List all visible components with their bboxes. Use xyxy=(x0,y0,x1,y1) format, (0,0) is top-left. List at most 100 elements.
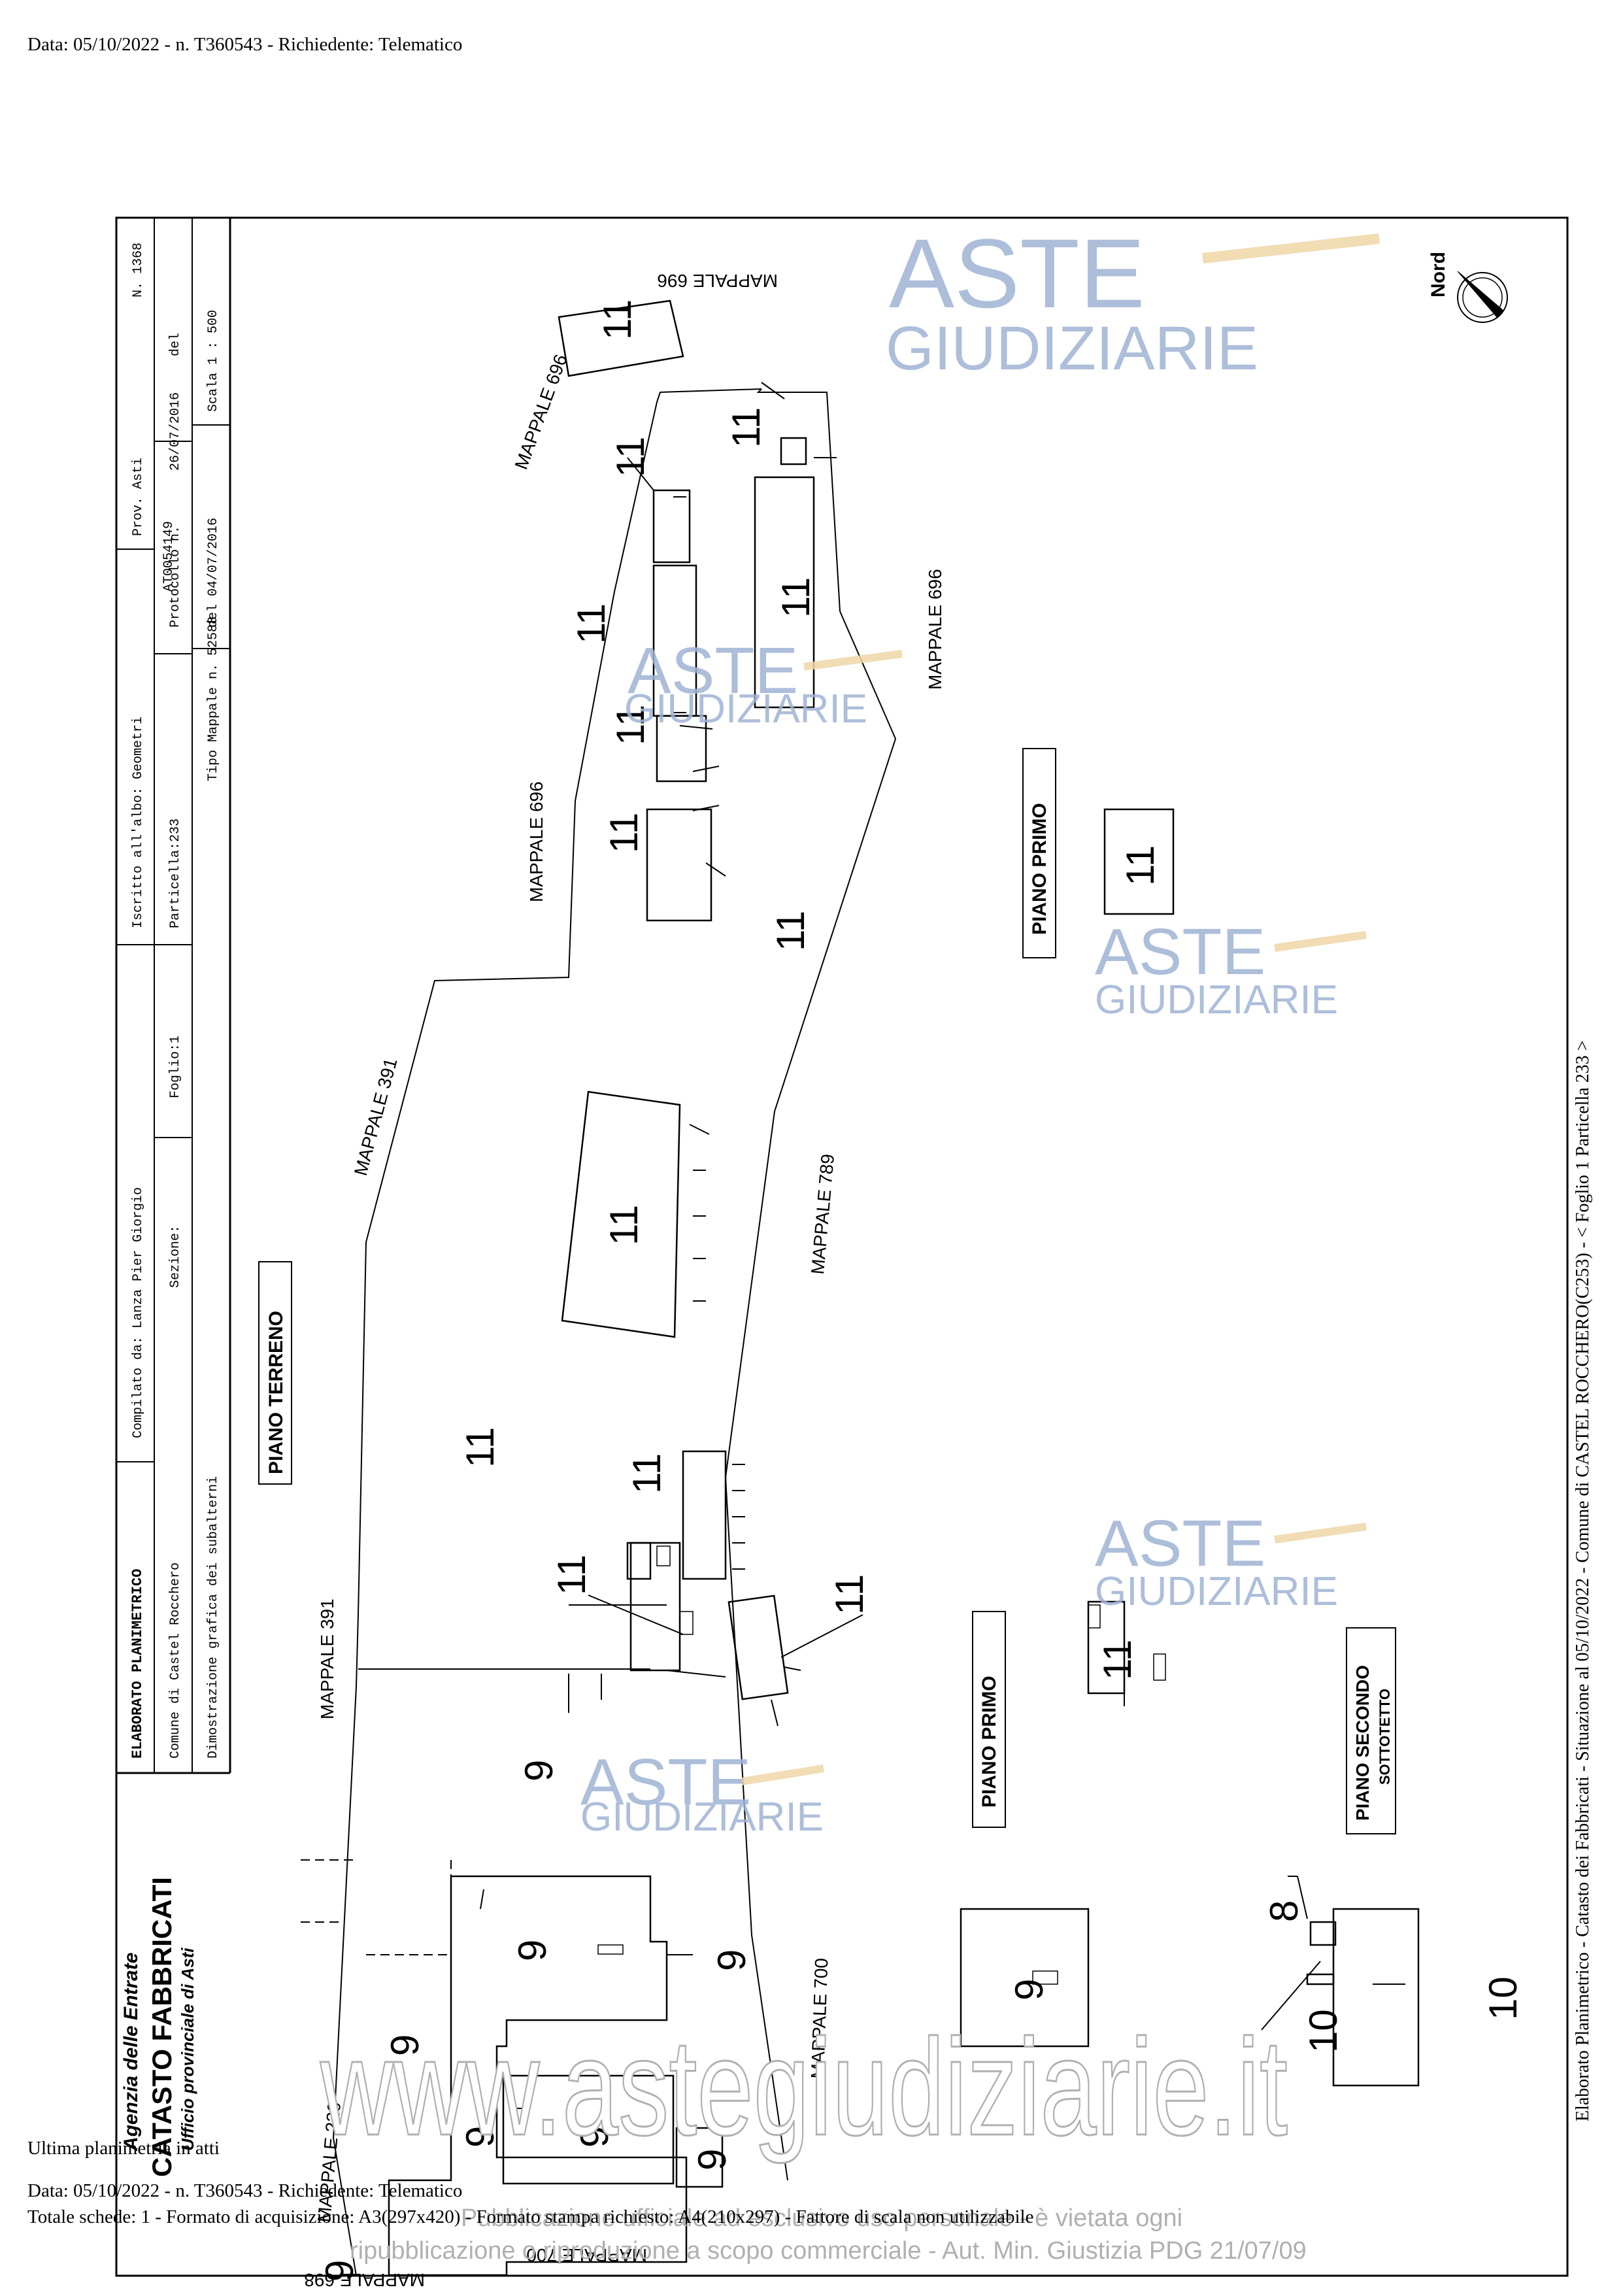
wm-aste-1: ASTE xyxy=(889,218,1145,328)
north-compass: Nord xyxy=(1428,252,1508,323)
building-south-inner xyxy=(502,2074,675,2185)
wm-notice-1: Pubblicazione ufficiale ad esclusivo uso… xyxy=(461,2204,1182,2232)
sub-9-b: 9 xyxy=(510,1940,554,1961)
sub-11-c2: 11 xyxy=(602,813,646,853)
building-south xyxy=(388,1875,688,2276)
sub-11-large: 11 xyxy=(602,1205,646,1245)
sub-11-ne: 11 xyxy=(724,407,768,448)
box-piano-secondo xyxy=(1346,1627,1396,1834)
wm-notice-2: ripubblicazione o riproduzione a scopo c… xyxy=(350,2237,1307,2265)
sub-9-e: 9 xyxy=(458,2126,502,2148)
sub-9-a: 9 xyxy=(517,1760,561,1781)
mappale-696-e: MAPPALE 696 xyxy=(925,569,945,690)
sub-10-a: 10 xyxy=(1301,2009,1345,2053)
wm-giudiziarie-1: GIUDIZIARIE xyxy=(886,314,1258,383)
building-large xyxy=(561,1090,681,1338)
sheet-number: N. 1368 xyxy=(131,243,146,297)
sub-11-north: 11 xyxy=(595,299,639,340)
doc-title: ELABORATO PLANIMETRICO xyxy=(129,1569,146,1759)
wm-giudiziarie-3: GIUDIZIARIE xyxy=(1095,977,1338,1022)
compiled-by: Compilato da: Lanza Pier Giorgio xyxy=(131,1187,146,1438)
sub-9-c: 9 xyxy=(710,1950,754,1971)
mappale-696-w: MAPPALE 696 xyxy=(526,781,546,902)
building-south-small xyxy=(675,2127,724,2188)
sezione: Sezione: xyxy=(168,1225,183,1288)
label-piano-terreno: PIANO TERRENO xyxy=(265,1311,287,1474)
building-secondo-stub xyxy=(1306,1973,1335,1985)
sub-11-terreno: 11 xyxy=(458,1427,502,1468)
sub-11-w: 11 xyxy=(569,603,613,644)
building-primo-2 xyxy=(1087,1600,1126,1695)
header-line: Data: 05/10/2022 - n. T360543 - Richiede… xyxy=(27,34,463,55)
sub-9-d: 9 xyxy=(383,2034,427,2056)
wm-aste-4: ASTE xyxy=(1095,1507,1265,1580)
wm-giudiziarie-2: GIUDIZIARIE xyxy=(624,686,867,732)
stair-b xyxy=(679,1611,694,1635)
sub-11-primo1: 11 xyxy=(1118,845,1162,886)
building-primo-1 xyxy=(1103,808,1175,915)
stair-d xyxy=(1153,1653,1166,1681)
agency-name: Agenzia delle Entrate xyxy=(120,1953,142,2152)
buildings xyxy=(388,299,1420,2276)
footer-line-2: Data: 05/10/2022 - n. T360543 - Richiede… xyxy=(27,2180,463,2201)
building-secondo-small xyxy=(1309,1921,1337,1946)
box-piano-primo-n xyxy=(1022,748,1056,958)
mappale-696-nw: MAPPALE 696 xyxy=(511,352,571,472)
protocollo-del: del xyxy=(168,333,183,356)
agency-office: Ufficio provinciale di Asti xyxy=(178,1948,197,2151)
mappale-391-s: MAPPALE 391 xyxy=(317,1598,337,1719)
sub-11-c: 11 xyxy=(609,705,652,745)
box-piano-primo-s xyxy=(972,1611,1006,1828)
sub-11-row: 11 xyxy=(625,1453,669,1494)
label-piano-secondo: PIANO SECONDO xyxy=(1352,1665,1373,1821)
foglio: Foglio:1 xyxy=(168,1036,183,1098)
mappale-700-s: MAPPALE 700 xyxy=(526,2245,647,2265)
compass-label: Nord xyxy=(1428,252,1449,297)
watermarks: ASTE GIUDIZIARIE ASTE GIUDIZIARIE ASTE G… xyxy=(580,218,1380,1840)
scale: Scala 1 : 500 xyxy=(206,310,221,412)
mappale-789: MAPPALE 789 xyxy=(807,1153,838,1275)
wm-giudiziarie-4: GIUDIZIARIE xyxy=(1095,1569,1338,1614)
particella: Particella:233 xyxy=(168,819,183,928)
albo: Iscritto all'albo: Geometri xyxy=(131,717,146,928)
protocollo-number: AT0054149 xyxy=(161,521,176,592)
wm-aste-5: ASTE xyxy=(580,1746,751,1819)
label-piano-primo-s: PIANO PRIMO xyxy=(979,1676,1000,1808)
footer-line-1: Ultima planimetria in atti xyxy=(27,2138,220,2159)
stair-c xyxy=(1088,1604,1101,1629)
building-west-b xyxy=(629,1542,681,1672)
mappale-698: MAPPALE 698 xyxy=(304,2270,425,2290)
agency-catasto: CATASTO FABBRICATI xyxy=(146,1877,177,2177)
sub-9-primo: 9 xyxy=(1007,1979,1051,2001)
protocollo-date: 26/07/2016 xyxy=(168,392,183,471)
wm-aste-2: ASTE xyxy=(627,634,798,707)
building-row xyxy=(682,1450,727,1580)
building-primo-3 xyxy=(960,1908,1090,2048)
side-caption: Elaborato Planimetrico - Catasto dei Fab… xyxy=(1573,1040,1593,2121)
building-center-c xyxy=(656,715,707,783)
drawing-frame xyxy=(115,216,1569,2277)
sub-10-b: 10 xyxy=(1481,1976,1525,2020)
tipo-mappale-date: del 04/07/2016 xyxy=(206,518,221,628)
wm-giudiziarie-5: GIUDIZIARIE xyxy=(580,1795,824,1840)
building-stair-box xyxy=(626,1542,652,1580)
wm-url: www.astegiudiziarie.it xyxy=(320,2010,1288,2164)
wm-aste-3: ASTE xyxy=(1095,915,1265,988)
label-sottotetto: SOTTOTETTO xyxy=(1377,1689,1393,1785)
protocollo: Protocollo n. xyxy=(168,526,183,628)
sub-11-primo2: 11 xyxy=(1096,1640,1139,1680)
access-arrows xyxy=(480,382,1405,2158)
dimostrazione: Dimostrazione grafica dei subalterni xyxy=(206,1476,221,1759)
sub-9-g: 9 xyxy=(690,2149,734,2170)
sub-11-e: 11 xyxy=(774,577,818,618)
compass-ring xyxy=(1457,272,1508,323)
building-small-tilted xyxy=(728,1595,789,1700)
mappale-700: MAPPALE 700 xyxy=(807,1958,831,2080)
footer-line-3: Totale schede: 1 - Formato di acquisizio… xyxy=(27,2206,1034,2227)
sub-9-f: 9 xyxy=(573,2126,616,2148)
compass-needle xyxy=(1457,271,1504,318)
mappale-391-n: MAPPALE 391 xyxy=(350,1056,401,1177)
mappale-696-top: MAPPALE 696 xyxy=(657,271,778,291)
stair-e xyxy=(597,1944,624,1955)
